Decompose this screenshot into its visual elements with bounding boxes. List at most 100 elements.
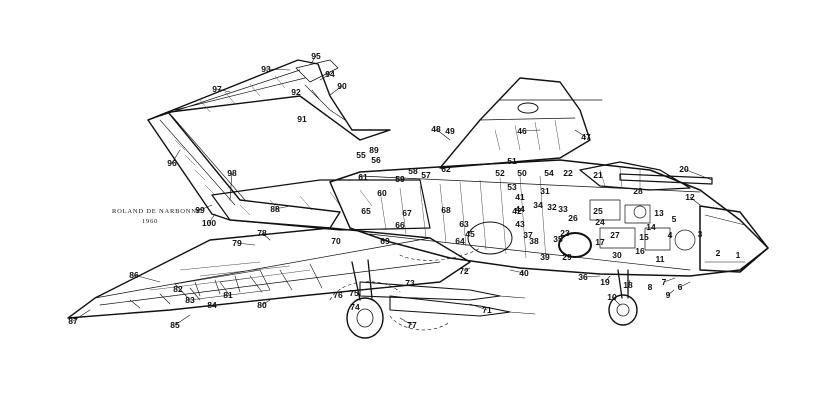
callout-63: 63 — [459, 219, 469, 229]
callout-15: 15 — [639, 232, 649, 242]
callout-53: 53 — [507, 182, 517, 192]
leader-line-87 — [72, 309, 91, 322]
callout-66: 66 — [395, 220, 405, 230]
callout-99: 99 — [195, 205, 205, 215]
callout-4: 4 — [668, 230, 673, 240]
callout-91: 91 — [297, 114, 307, 124]
callout-90: 90 — [337, 81, 347, 91]
leader-line-88 — [274, 205, 291, 210]
main-landing-gear — [329, 259, 401, 339]
callout-24: 24 — [595, 217, 605, 227]
leader-line-94 — [319, 73, 331, 81]
leader-line-93 — [265, 68, 291, 71]
cannon-barrel — [619, 173, 713, 185]
callout-75: 75 — [349, 288, 359, 298]
callout-64: 64 — [455, 236, 465, 246]
callout-100: 100 — [202, 218, 216, 228]
nose-cone — [699, 205, 769, 273]
callout-23: 23 — [560, 228, 570, 238]
callout-18: 18 — [623, 280, 633, 290]
callout-73: 73 — [405, 278, 415, 288]
callout-54: 54 — [544, 168, 554, 178]
leader-line-46 — [521, 129, 541, 132]
callout-70: 70 — [331, 236, 341, 246]
callout-76: 76 — [333, 290, 343, 300]
leader-line-6 — [679, 281, 691, 288]
callout-67: 67 — [402, 208, 412, 218]
leader-line-98 — [229, 172, 233, 201]
callout-30: 30 — [612, 250, 622, 260]
callout-61: 61 — [358, 172, 368, 182]
callout-46: 46 — [517, 126, 527, 136]
callout-93: 93 — [261, 64, 271, 74]
callout-37: 37 — [523, 230, 533, 240]
callout-2: 2 — [716, 248, 721, 258]
leader-line-78 — [261, 232, 271, 241]
leader-line-9 — [667, 289, 675, 296]
leader-line-7 — [663, 277, 676, 283]
callout-26: 26 — [568, 213, 578, 223]
leader-line-20 — [683, 168, 713, 181]
leader-line-40 — [509, 269, 525, 274]
leader-line-47 — [574, 129, 587, 138]
callout-58: 58 — [408, 166, 418, 176]
callout-95: 95 — [311, 51, 321, 61]
leader-line-90 — [329, 85, 343, 96]
artist-signature: ROLAND DE NARBONNE 1960 — [112, 208, 202, 225]
callout-36: 36 — [578, 272, 588, 282]
callout-21: 21 — [593, 170, 603, 180]
callout-12: 12 — [685, 192, 695, 202]
callout-82: 82 — [173, 284, 183, 294]
callout-57: 57 — [421, 170, 431, 180]
callout-69: 69 — [380, 236, 390, 246]
port-wing — [67, 227, 471, 319]
callout-65: 65 — [361, 206, 371, 216]
signature-year: 1960 — [142, 218, 158, 225]
leader-line-77 — [399, 317, 413, 326]
callout-27: 27 — [610, 230, 620, 240]
callout-16: 16 — [635, 246, 645, 256]
callout-32: 32 — [547, 202, 557, 212]
callout-50: 50 — [517, 168, 527, 178]
callout-71: 71 — [482, 305, 492, 315]
callout-92: 92 — [291, 87, 301, 97]
callout-89: 89 — [369, 145, 379, 155]
callout-88: 88 — [270, 204, 280, 214]
callout-51: 51 — [507, 156, 517, 166]
callout-25: 25 — [593, 206, 603, 216]
callout-87: 87 — [68, 316, 78, 326]
leader-line-10 — [611, 296, 621, 306]
callout-34: 34 — [533, 200, 543, 210]
callout-80: 80 — [257, 300, 267, 310]
callout-29: 29 — [562, 252, 572, 262]
callout-86: 86 — [129, 270, 139, 280]
leader-line-80 — [261, 299, 271, 306]
callout-62: 62 — [441, 164, 451, 174]
callout-72: 72 — [459, 266, 469, 276]
leader-line-96 — [171, 149, 181, 164]
callout-55: 55 — [356, 150, 366, 160]
callout-45: 45 — [465, 229, 475, 239]
callout-59: 59 — [395, 174, 405, 184]
leader-line-48 — [435, 128, 451, 141]
callout-38: 38 — [529, 236, 539, 246]
callout-39: 39 — [540, 252, 550, 262]
leader-line-12 — [689, 196, 701, 206]
inner-boom — [211, 179, 431, 231]
leader-line-86 — [133, 274, 161, 283]
callout-11: 11 — [656, 254, 665, 264]
leader-line-18 — [627, 279, 631, 286]
callout-43: 43 — [515, 219, 525, 229]
callout-13: 13 — [654, 208, 664, 218]
callout-5: 5 — [672, 214, 677, 224]
callout-42: 42 — [512, 206, 522, 216]
callout-74: 74 — [350, 302, 360, 312]
callout-84: 84 — [207, 300, 217, 310]
callout-20: 20 — [679, 164, 689, 174]
callout-labels: 1234567891011121314151617181920212223242… — [68, 51, 740, 330]
signature-name: ROLAND DE NARBONNE — [112, 208, 202, 215]
callout-56: 56 — [371, 155, 381, 165]
leader-line-97 — [216, 88, 231, 93]
callout-60: 60 — [377, 188, 387, 198]
